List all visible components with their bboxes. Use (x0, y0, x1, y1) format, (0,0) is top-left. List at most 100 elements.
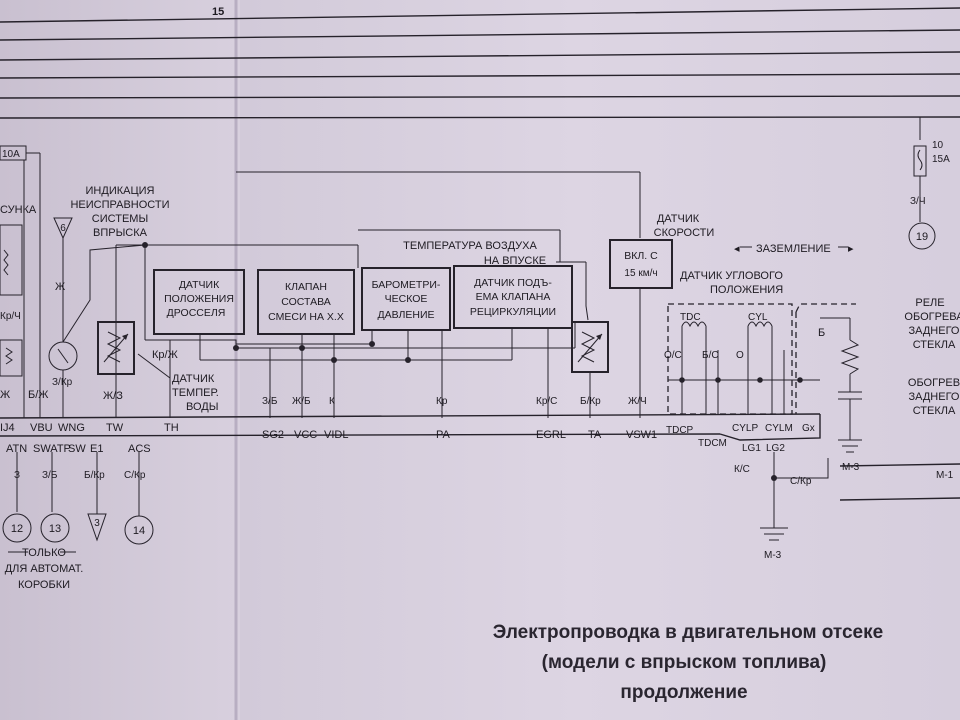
wire-label-zh: Ж (55, 281, 65, 293)
pin-th: TH (164, 422, 179, 434)
wire-label-b-kr: Б/Кр (580, 396, 601, 407)
ecu-connector (0, 413, 960, 501)
only-auto-line3: КОРОБКИ (18, 579, 70, 591)
connector-6-label: 6 (60, 223, 66, 234)
pin-ta: TA (588, 429, 602, 441)
only-auto-line1: ТОЛЬКО (22, 547, 66, 559)
page-number: 15 (212, 6, 224, 18)
wire-label-z-b: З/Б (262, 396, 278, 407)
air-temp-sensor (571, 321, 609, 373)
junction-dot (679, 377, 685, 383)
baro-line1: БАРОМЕТРИ- (372, 279, 441, 291)
junction-dot (233, 345, 239, 351)
wire-label-kr-zh: Кр/Ж (152, 349, 178, 361)
coolant-temp-line1: ДАТЧИК (172, 373, 215, 385)
ground-label-m3-right: М-3 (842, 462, 860, 473)
wire-label-b-zh: Б/Ж (28, 389, 48, 401)
bus-lines (0, 7, 960, 119)
pin-cylm: CYLM (765, 423, 793, 434)
pin-lg2: LG2 (766, 443, 785, 454)
wire-label-s-kr: С/Кр (124, 470, 146, 481)
baro-line3: ДАВЛЕНИЕ (377, 309, 434, 321)
mix-valve-line1: КЛАПАН (285, 281, 327, 293)
wire-label-s-kr2: С/Кр (790, 476, 812, 487)
throttle-line1: ДАТЧИК (179, 279, 220, 291)
pin-swatp: SWATP (33, 443, 71, 455)
wire-label-z: З (14, 470, 20, 481)
relay-line1: РЕЛЕ (915, 297, 944, 309)
speed-sensor-line2: СКОРОСТИ (654, 227, 715, 239)
tdc-coil (681, 321, 707, 328)
fault-indicator-line2: НЕИСПРАВНОСТИ (70, 199, 169, 211)
angle-sensor-line2: ПОЛОЖЕНИЯ (710, 284, 783, 296)
coolant-temp-line2: ТЕМПЕР. (172, 387, 219, 399)
fuse-label-left: 10A (2, 149, 20, 160)
pin-pa: PA (436, 429, 451, 441)
fault-indicator-line1: ИНДИКАЦИЯ (86, 185, 155, 197)
wire-label-zh-z: Ж/З (103, 390, 123, 402)
pin-vsw1: VSW1 (626, 429, 657, 441)
pin-acs: ACS (128, 443, 151, 455)
speed-box-line2: 15 км/ч (624, 268, 657, 279)
wire-label-b-kr2: Б/Кр (84, 470, 105, 481)
speed-box-line1: ВКЛ. С (624, 250, 658, 262)
fuse-10-rating: 15A (932, 154, 950, 165)
pin-lg1: LG1 (742, 443, 761, 454)
mix-valve-line2: СОСТАВА (281, 296, 330, 308)
only-auto-line2: ДЛЯ АВТОМАТ. (5, 563, 84, 575)
connector-13-label: 13 (49, 523, 61, 535)
relay-line3: ЗАДНЕГО (909, 325, 960, 337)
pin-vbu: VBU (30, 422, 53, 434)
diagram-title-line3: продолжение (620, 682, 747, 703)
wire-label-z-ch: З/Ч (910, 196, 925, 207)
diagram-title-line2: (модели с впрыском топлива) (542, 652, 827, 673)
air-temp-line2: НА ВПУСКЕ (484, 255, 546, 267)
connector-19-label: 19 (916, 231, 928, 243)
wire-label-kr: Кр (436, 396, 448, 407)
pin-ij4: IJ4 (0, 422, 15, 434)
pin-sw: SW (68, 443, 86, 455)
left-component (0, 224, 23, 296)
relay-b-label: Б (818, 327, 825, 339)
pin-cylp: CYLP (732, 423, 758, 434)
heater-line3: СТЕКЛА (913, 405, 956, 417)
relay-line2: ОБОГРЕВА (904, 311, 960, 323)
coolant-temp-line3: ВОДЫ (186, 401, 218, 413)
left-cut-label: СУНКА (0, 204, 37, 216)
egr-line3: РЕЦИРКУЛЯЦИИ (470, 306, 556, 318)
pin-e1: E1 (90, 443, 103, 455)
fuse-10-number: 10 (932, 140, 944, 151)
connector-19 (908, 222, 936, 250)
pin-egrl: EGRL (536, 429, 566, 441)
pin-gx: Gx (802, 423, 815, 434)
connector-13 (40, 513, 70, 543)
egr-line2: ЕМА КЛАПАНА (476, 291, 551, 303)
wire-label-o: О (736, 350, 744, 361)
connector-14-label: 14 (133, 525, 145, 537)
pin-sg2: SG2 (262, 429, 284, 441)
left-coil (0, 339, 23, 377)
ground-label-m3-bottom: М-3 (764, 550, 782, 561)
junction-dot (797, 377, 803, 383)
idle-mix-valve-box (257, 269, 355, 335)
connector-triangle-6 (53, 217, 73, 240)
speed-sensor-line1: ДАТЧИК (657, 213, 700, 225)
pin-vidl: VIDL (324, 429, 348, 441)
throttle-line2: ПОЛОЖЕНИЯ (164, 293, 234, 305)
air-temp-line1: ТЕМПЕРАТУРА ВОЗДУХА (403, 240, 537, 252)
speed-switch-box (609, 239, 673, 289)
connector-3-label: 3 (94, 518, 100, 529)
throttle-line3: ДРОССЕЛЯ (167, 307, 226, 319)
egr-lift-box (453, 265, 573, 329)
grounding-label: ЗАЗЕМЛЕНИЕ (756, 243, 831, 255)
mix-valve-line3: СМЕСИ НА Х.Х (268, 311, 344, 323)
ground-label-m1: М-1 (936, 470, 954, 481)
pin-tw: TW (106, 422, 124, 434)
pin-tdcp: TDCP (666, 425, 694, 436)
angle-sensor-shield (667, 303, 793, 415)
wire-label-k: К (329, 396, 335, 407)
heater-line1: ОБОГРЕВ (908, 377, 960, 389)
wire-label-zh-ch: Ж/Ч (628, 396, 647, 407)
connector-12 (2, 513, 32, 543)
